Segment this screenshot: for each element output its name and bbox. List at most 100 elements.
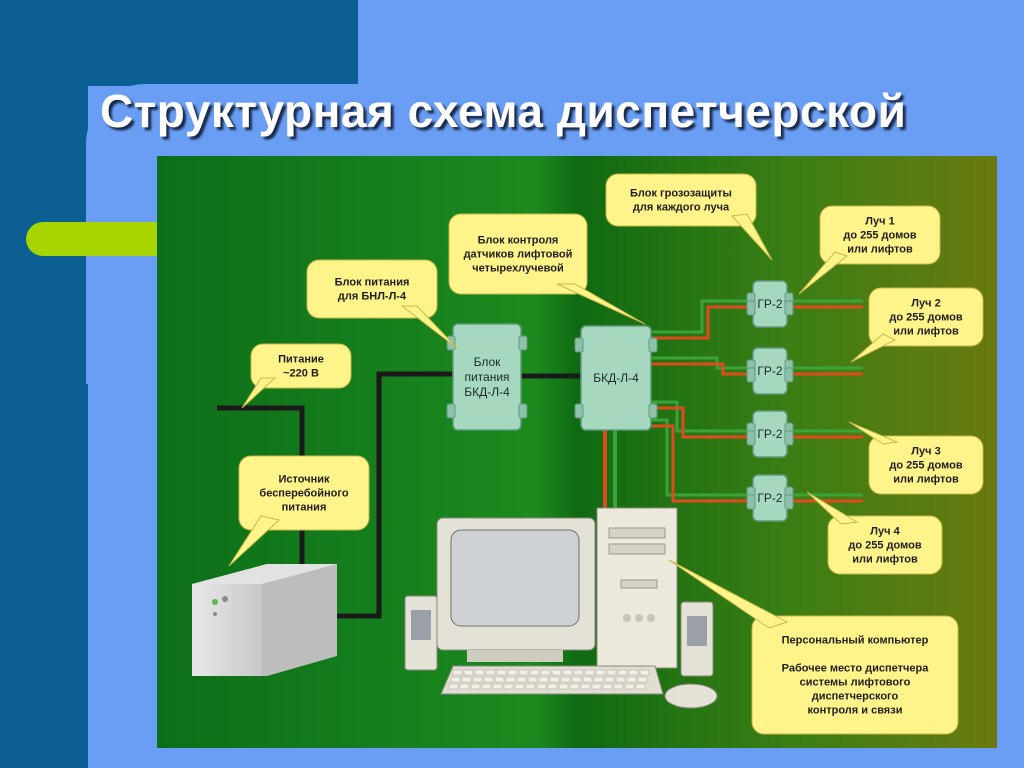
gr2-block-1-label: ГР-2 (757, 297, 782, 311)
keyboard-key (470, 683, 481, 690)
callout-text: Персональный компьютер (782, 635, 929, 647)
keyboard-key (496, 669, 507, 676)
keyboard-key (571, 676, 582, 683)
callout-text: до 255 домов (889, 460, 962, 472)
keyboard-key (494, 676, 505, 683)
background-left-band (0, 0, 88, 768)
keyboard-key (527, 676, 538, 683)
keyboard-key (617, 669, 628, 676)
callout-text: до 255 домов (848, 540, 921, 552)
keyboard-key (569, 683, 580, 690)
ups-button (222, 596, 228, 602)
keyboard-key (613, 683, 624, 690)
callout-text: Блок грозозащиты (630, 188, 732, 200)
keyboard-key (624, 683, 635, 690)
mouse (664, 683, 718, 709)
gr2-block-1: ГР-2 (746, 280, 794, 328)
callout-text: ~220 В (283, 368, 319, 380)
gr2-block-3-label: ГР-2 (757, 427, 782, 441)
gr2-block-3-tab-2 (746, 430, 756, 446)
blocks: БлокпитанияБКД-Л-4БКД-Л-4ГР-2ГР-2ГР-2ГР-… (446, 280, 794, 522)
tower-bay-2 (608, 543, 666, 555)
keyboard-key (474, 669, 485, 676)
gr2-block-3: ГР-2 (746, 410, 794, 458)
pc-monitor (436, 517, 596, 662)
keyboard-key (639, 669, 650, 676)
bkd-block-body (580, 325, 652, 431)
keyboard-key (547, 683, 558, 690)
keyboard-key (492, 683, 503, 690)
keyboard-key (503, 683, 514, 690)
keyboard-key (562, 669, 573, 676)
callout-text: или лифтов (893, 474, 959, 486)
power-unit-block-label: Блок (474, 355, 502, 369)
gr2-block-4-label: ГР-2 (757, 491, 782, 505)
keyboard-key (615, 676, 626, 683)
keyboard-key (485, 669, 496, 676)
gr2-block-2-label: ГР-2 (757, 364, 782, 378)
keyboard-key (514, 683, 525, 690)
ups-led (212, 599, 218, 605)
ray-green-1 (652, 299, 750, 334)
keyboard-key (593, 676, 604, 683)
gr2-block-4-tab-2 (746, 494, 756, 510)
keyboard-key (505, 676, 516, 683)
keyboard-key (580, 683, 591, 690)
keyboard-key (538, 676, 549, 683)
callout-tail (668, 559, 789, 629)
keyboard-key (483, 676, 494, 683)
tower-bay-1 (608, 527, 666, 539)
slide-title: Структурная схема диспетчерской (100, 85, 907, 137)
callout-box (306, 259, 438, 319)
power-unit-block-body (452, 323, 522, 431)
callout-text: Блок питания (335, 277, 410, 289)
callout-box (868, 287, 984, 347)
keyboard-key (529, 669, 540, 676)
dispatch-diagram: БлокпитанияБКД-Л-4БКД-Л-4ГР-2ГР-2ГР-2ГР-… (157, 156, 997, 748)
keyboard (440, 665, 664, 695)
keyboard-key (450, 676, 461, 683)
keyboard-key (558, 683, 569, 690)
power-unit-block-label: БКД-Л-4 (464, 385, 510, 399)
ray-red-3 (652, 406, 750, 439)
tower-button-1 (623, 614, 631, 622)
tower-button-2 (635, 614, 643, 622)
keyboard-key (549, 676, 560, 683)
bkd-block-tab-2 (574, 403, 584, 419)
callout-text: Питание (278, 354, 324, 366)
callout-text: диспетчерского (812, 691, 899, 703)
gr2-block-2: ГР-2 (746, 347, 794, 395)
callout-box (238, 455, 370, 531)
pc-tower (596, 507, 678, 669)
keyboard-key (584, 669, 595, 676)
bkd-block-label: БКД-Л-4 (593, 371, 639, 385)
keyboard-key (536, 683, 547, 690)
keyboard-key (573, 669, 584, 676)
keyboard-key (595, 669, 606, 676)
callout-tail (848, 421, 899, 445)
background-top-band (0, 0, 358, 86)
callout-box (827, 515, 943, 575)
keyboard-key (516, 676, 527, 683)
keyboard-key (582, 676, 593, 683)
ups-device (192, 564, 337, 676)
callout-text: Рабочее место диспетчера (782, 663, 930, 675)
devices (192, 507, 718, 709)
callout-text: Луч 1 (865, 216, 894, 228)
callout-box (819, 205, 941, 265)
callout-text: или лифтов (852, 554, 918, 566)
keyboard-key (637, 676, 648, 683)
gr2-block-4-tab-3 (784, 494, 794, 510)
keyboard-key (626, 676, 637, 683)
ray-red-2 (652, 362, 750, 376)
callout-text: контроля и связи (808, 705, 903, 717)
bkd-block-tab-1 (648, 337, 658, 353)
ray-green-3 (652, 400, 750, 433)
gr2-block-3-tab-3 (784, 430, 794, 446)
